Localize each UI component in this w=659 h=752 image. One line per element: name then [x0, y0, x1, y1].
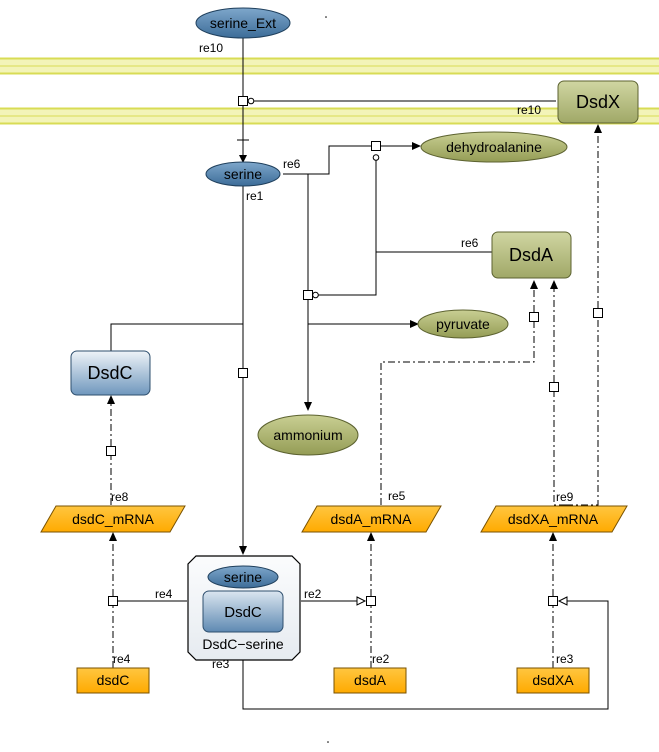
- membrane-upper: [0, 57, 659, 75]
- reaction-label-re5: re5: [388, 489, 406, 503]
- label-dsda: DsdA: [509, 245, 553, 265]
- reaction-label-re9: re9: [556, 490, 574, 504]
- label-dsda-mrna: dsdA_mRNA: [331, 511, 413, 527]
- reaction-label-re4-a: re4: [155, 587, 173, 601]
- edge-re5-translation-dsda[interactable]: [380, 280, 539, 505]
- complex-serine: [207, 565, 279, 589]
- reaction-label-re3-b: re3: [556, 652, 574, 666]
- edge-re2-transcription-dsda[interactable]: [301, 532, 376, 668]
- reaction-label-re2-b: re2: [372, 652, 390, 666]
- reaction-label-re3-a: re3: [212, 657, 230, 671]
- label-dsdc-mrna: dsdC_mRNA: [72, 511, 154, 527]
- label-dsdc-gene: dsdC: [97, 672, 130, 688]
- label-dsdc: DsdC: [87, 363, 132, 383]
- reaction-label-re1: re1: [246, 189, 264, 203]
- reaction-label-re6-b: re6: [461, 236, 479, 250]
- node-dsda-protein[interactable]: DsdA: [491, 231, 572, 279]
- node-dsdxa-mrna[interactable]: dsdXA_mRNA: [480, 505, 628, 533]
- reaction-label-re2-a: re2: [304, 587, 322, 601]
- node-dehydroalanine[interactable]: dehydroalanine: [420, 131, 568, 163]
- stray-dot-bottom: [327, 741, 329, 743]
- label-ammonium: ammonium: [273, 427, 342, 443]
- reaction-label-re6-a: re6: [283, 157, 301, 171]
- node-dsdc-protein[interactable]: DsdC: [70, 350, 151, 396]
- label-dsdxa-mrna: dsdXA_mRNA: [508, 511, 599, 527]
- label-dsdx: DsdX: [576, 92, 620, 112]
- stray-dot-top: [325, 16, 327, 18]
- reaction-label-re10-b: re10: [517, 103, 541, 117]
- edge-re8-translation-dsdc[interactable]: [106, 395, 116, 505]
- node-dsda-gene[interactable]: dsdA: [333, 667, 407, 694]
- node-ammonium[interactable]: ammonium: [257, 414, 359, 456]
- edge-re10-translation-dsdx[interactable]: [566, 124, 603, 506]
- reaction-label-re4-b: re4: [113, 652, 131, 666]
- node-dsdxa-gene[interactable]: dsdXA: [516, 667, 590, 694]
- node-dsda-mrna[interactable]: dsdA_mRNA: [301, 505, 442, 533]
- label-serine-ext: serine_Ext: [210, 15, 276, 31]
- edge-re10-transport[interactable]: [237, 37, 556, 163]
- complex-dsdc: [202, 590, 284, 633]
- label-complex-name: DsdC−serine: [202, 636, 284, 652]
- label-dehydroalanine: dehydroalanine: [446, 139, 542, 155]
- edge-re4-transcription-dsdc[interactable]: [108, 532, 188, 668]
- edge-re7-deamination[interactable]: [283, 173, 419, 411]
- edge-re6-dehydration[interactable]: [283, 141, 492, 253]
- edge-re3-transcription-dsdxa[interactable]: [242, 532, 609, 710]
- edge-re9-translation-dsda[interactable]: [549, 280, 567, 506]
- node-dsdc-serine-complex[interactable]: serine DsdC DsdC−serine: [187, 555, 301, 661]
- node-serine-ext[interactable]: serine_Ext: [195, 7, 291, 39]
- node-pyruvate[interactable]: pyruvate: [417, 309, 509, 339]
- node-serine[interactable]: serine: [205, 161, 281, 187]
- reaction-label-re8: re8: [111, 490, 129, 504]
- node-dsdc-gene[interactable]: dsdC: [76, 667, 150, 694]
- label-complex-serine: serine: [224, 569, 262, 585]
- membrane-lower: [0, 107, 659, 125]
- label-dsdxa-gene: dsdXA: [532, 672, 574, 688]
- node-dsdx-protein[interactable]: DsdX: [557, 80, 639, 124]
- label-complex-dsdc: DsdC: [224, 604, 262, 621]
- label-pyruvate: pyruvate: [436, 316, 490, 332]
- label-serine: serine: [224, 166, 262, 182]
- reaction-label-re10-a: re10: [199, 41, 223, 55]
- node-dsdc-mrna[interactable]: dsdC_mRNA: [40, 505, 186, 533]
- label-dsda-gene: dsdA: [354, 672, 387, 688]
- edge-re1-complex-formation[interactable]: [110, 186, 248, 555]
